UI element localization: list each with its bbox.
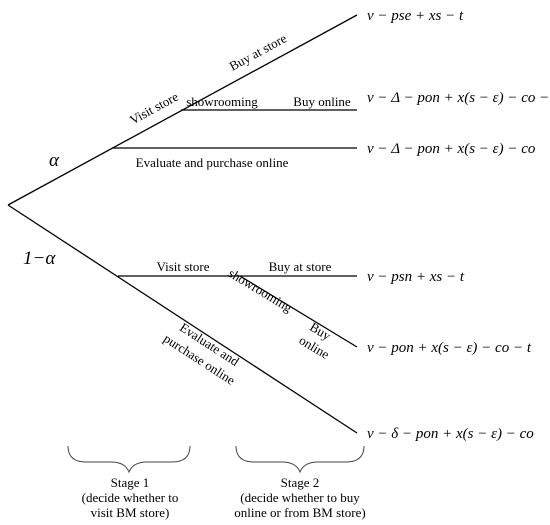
- payoff-3: v − Δ − pon + x(s − ε) − co: [367, 141, 536, 157]
- buy-at-store-upper-label: Buy at store: [227, 30, 290, 73]
- stage1-desc-line2: visit BM store): [91, 505, 170, 520]
- buy-at-store-lower-label: Buy at store: [269, 259, 332, 274]
- stage2-desc-line1: (decide whether to buy: [240, 490, 360, 505]
- payoff-4: v − psn + xs − t: [367, 269, 465, 285]
- stage1-brace: [67, 445, 191, 474]
- one-minus-alpha-label: 1−α: [23, 248, 56, 269]
- stage2-title: Stage 2: [281, 475, 320, 490]
- stage2-brace: [235, 445, 365, 474]
- stage1-title: Stage 1: [111, 475, 150, 490]
- visit-store-upper-label: Visit store: [127, 89, 181, 128]
- evaluate-online-upper-label: Evaluate and purchase online: [136, 155, 289, 170]
- payoff-2: v − Δ − pon + x(s − ε) − co − t: [367, 90, 550, 106]
- payoff-6: v − δ − pon + x(s − ε) − co: [367, 426, 534, 442]
- stage1-desc-line1: (decide whether to: [82, 490, 179, 505]
- alpha-label: α: [49, 150, 60, 171]
- stage2-desc-line2: online or from BM store): [234, 505, 365, 520]
- edge-lower-showrooming: [239, 275, 358, 348]
- visit-store-lower-label: Visit store: [156, 259, 209, 274]
- edge-root-lower: [7, 204, 358, 434]
- buy-online-upper-label: Buy online: [293, 94, 351, 109]
- showrooming-upper-label: showrooming: [186, 94, 258, 109]
- payoff-1: v − pse + xs − t: [367, 8, 464, 24]
- payoff-5: v − pon + x(s − ε) − co − t: [367, 340, 532, 356]
